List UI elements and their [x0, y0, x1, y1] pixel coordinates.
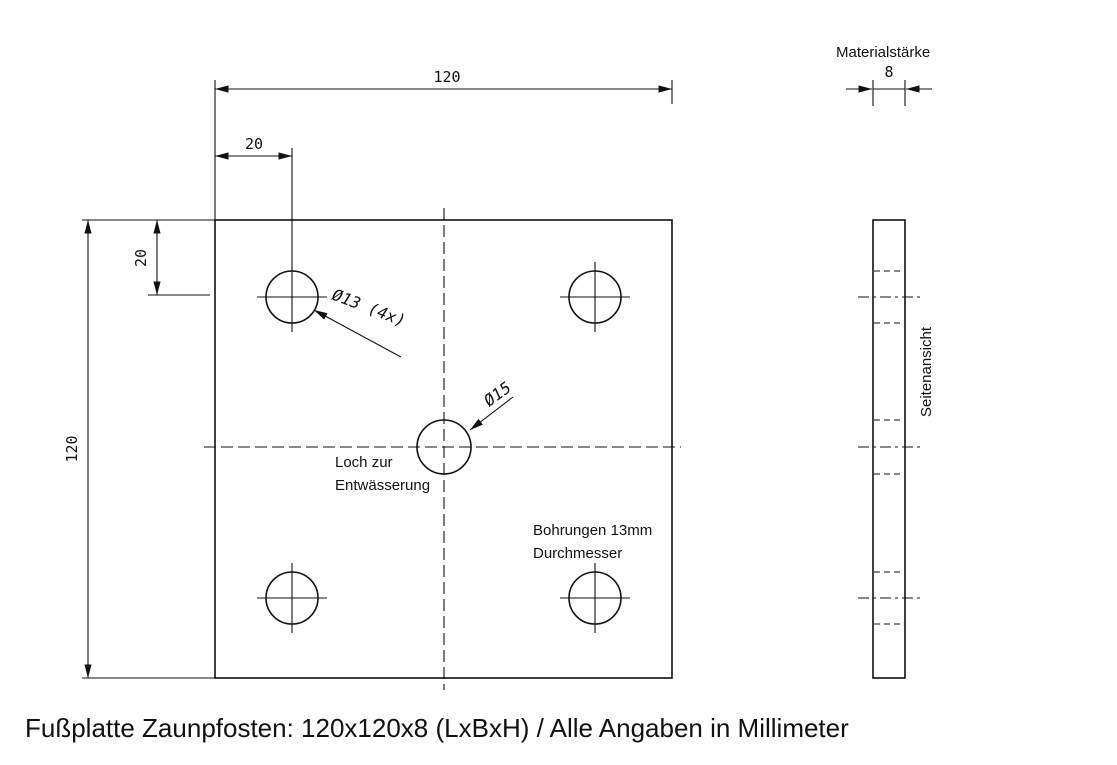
dim-thickness: 8 — [846, 63, 932, 106]
front-view: 120 20 20 120 Ø13 (4x) Ø15 — [63, 68, 681, 690]
bore-note-line1: Bohrungen 13mm — [533, 522, 652, 539]
dim-hole-offset-x: 20 — [215, 135, 293, 262]
dim-thickness-label: 8 — [884, 63, 893, 81]
side-view: Materialstärke 8 Seitenansicht — [836, 44, 935, 679]
dim-hole-offset-x-label: 20 — [245, 135, 263, 153]
dim-plate-width-label: 120 — [433, 68, 460, 86]
bore-note: Bohrungen 13mm Durchmesser — [533, 522, 652, 562]
drawing-caption: Fußplatte Zaunpfosten: 120x120x8 (LxBxH)… — [25, 713, 849, 743]
side-hidden-lines — [858, 270, 920, 625]
drain-note-line2: Entwässerung — [335, 477, 430, 494]
side-view-header: Materialstärke — [836, 44, 930, 61]
side-profile-outline — [872, 219, 906, 679]
drain-hole — [416, 419, 472, 475]
dim-hole-offset-y-label: 20 — [132, 249, 150, 267]
bolt-hole-callout: Ø13 (4x) — [313, 285, 409, 358]
drain-hole-callout-label: Ø15 — [480, 378, 515, 410]
drain-hole-callout: Ø15 — [469, 378, 515, 431]
drain-note-line1: Loch zur — [335, 454, 393, 471]
bolt-hole-bottom-left — [257, 563, 327, 633]
bolt-hole-callout-label: Ø13 (4x) — [330, 285, 409, 330]
bolt-hole-bottom-right — [560, 563, 630, 633]
bolt-hole-top-right — [560, 262, 630, 332]
dim-hole-offset-y: 20 — [82, 219, 215, 296]
dim-plate-height-label: 120 — [63, 435, 81, 462]
dim-plate-width: 120 — [214, 68, 673, 220]
bore-note-line2: Durchmesser — [533, 545, 622, 562]
bolt-hole-top-left — [257, 262, 327, 332]
drain-note: Loch zur Entwässerung — [335, 454, 430, 494]
dim-plate-height: 120 — [63, 220, 215, 679]
side-view-label: Seitenansicht — [918, 326, 935, 417]
